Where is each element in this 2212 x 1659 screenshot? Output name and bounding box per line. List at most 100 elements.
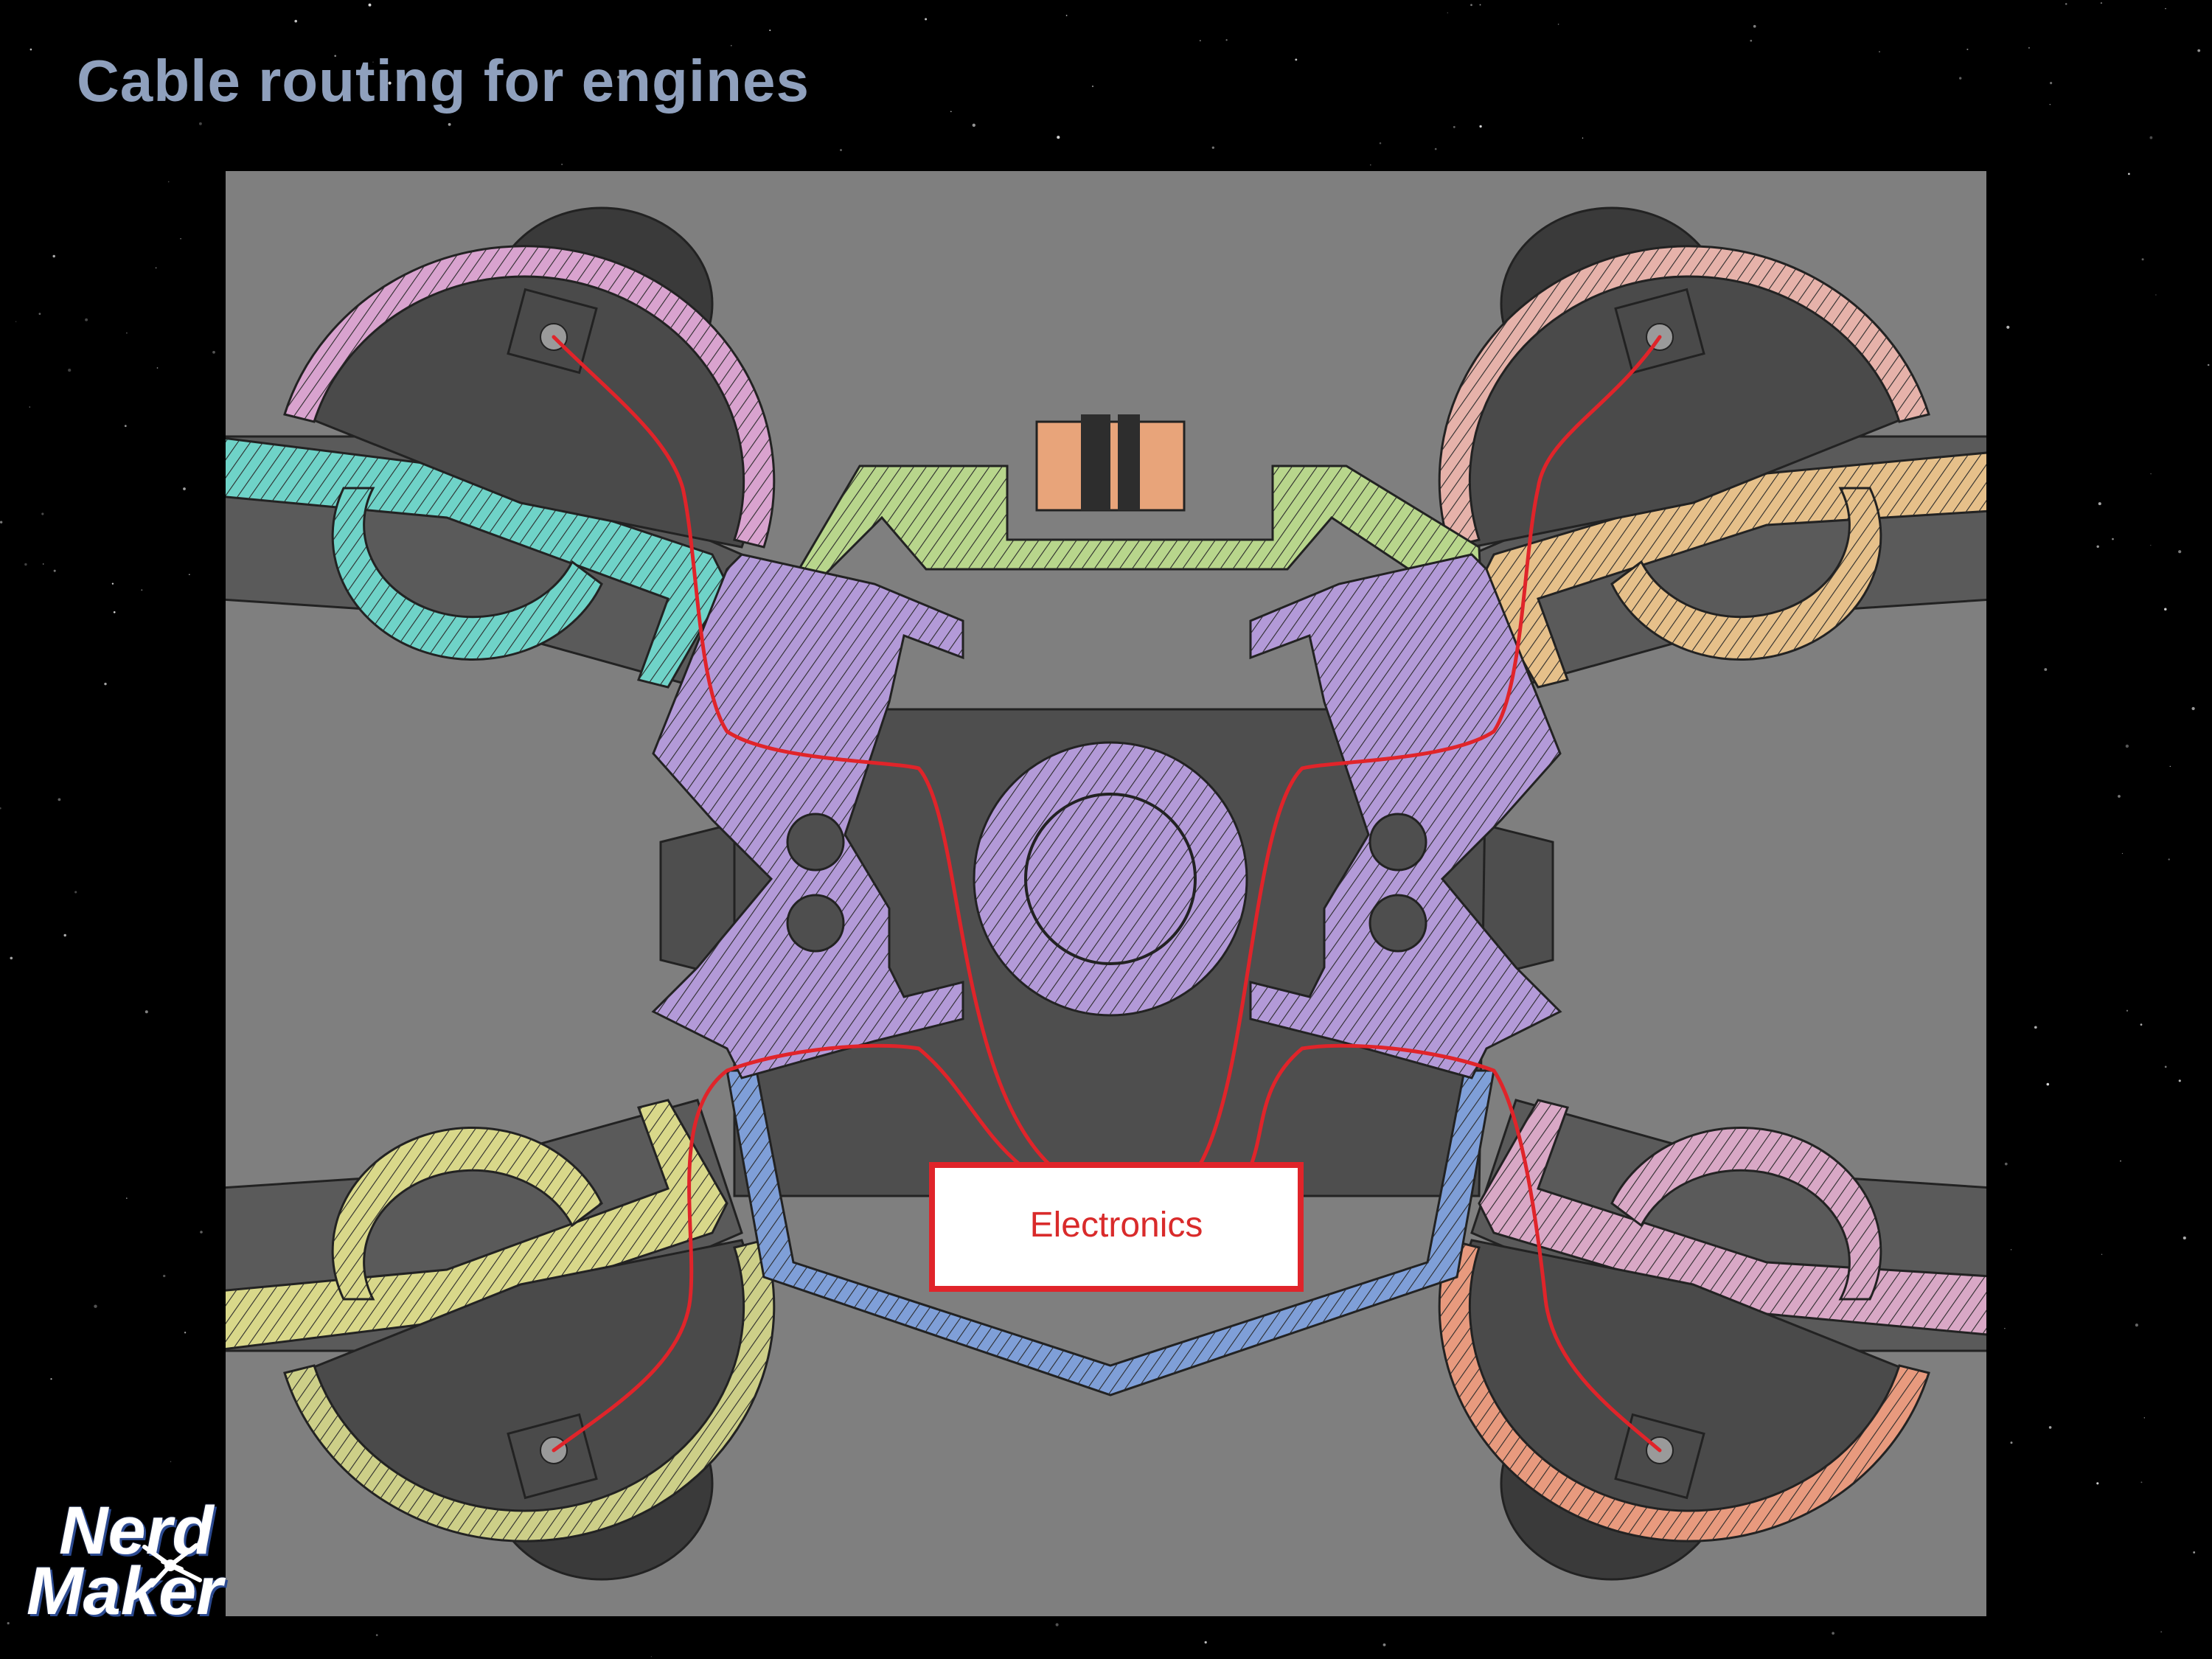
- star: [111, 582, 114, 585]
- star: [972, 123, 975, 127]
- star: [126, 332, 128, 334]
- star: [1204, 1641, 1207, 1644]
- star: [1379, 142, 1382, 145]
- star: [2140, 1023, 2143, 1026]
- star: [74, 891, 77, 894]
- cables: [552, 335, 1662, 1453]
- star: [695, 95, 698, 98]
- star: [113, 611, 116, 613]
- star: [1295, 58, 1298, 61]
- star: [170, 1461, 172, 1463]
- cable-routing-diagram: Electronics: [226, 171, 1986, 1616]
- star: [104, 682, 107, 686]
- star: [2098, 502, 2101, 506]
- star: [2191, 706, 2195, 711]
- star: [1453, 125, 1455, 128]
- star: [1055, 1623, 1059, 1627]
- engine-bottom-left: [283, 1239, 776, 1581]
- star: [1582, 137, 1584, 139]
- star: [1966, 48, 1969, 51]
- star: [198, 122, 202, 125]
- star: [2193, 1551, 2196, 1554]
- slide-title: Cable routing for engines: [77, 48, 810, 114]
- star: [0, 807, 1, 810]
- star: [94, 1304, 97, 1308]
- star: [2101, 1253, 2103, 1256]
- star: [167, 181, 170, 183]
- star: [0, 521, 3, 524]
- hub: [651, 553, 1562, 1079]
- star: [53, 569, 56, 572]
- star: [2120, 1160, 2121, 1162]
- cable-top-left: [552, 335, 1054, 1169]
- star: [24, 563, 27, 566]
- cable-top-right: [1197, 335, 1662, 1169]
- star: [334, 55, 337, 58]
- logo-line-maker: Maker: [27, 1554, 223, 1629]
- star: [1434, 147, 1437, 150]
- star: [124, 425, 127, 428]
- star: [2169, 765, 2171, 768]
- star: [950, 111, 952, 112]
- star: [375, 1634, 378, 1636]
- star: [2168, 858, 2170, 860]
- star: [2150, 473, 2152, 475]
- star: [156, 367, 159, 369]
- star: [1225, 39, 1228, 41]
- star: [200, 1231, 203, 1234]
- star: [1479, 125, 1482, 128]
- star: [294, 19, 297, 23]
- star: [2135, 1324, 2138, 1327]
- star: [1199, 40, 1201, 41]
- nerd-maker-logo: Nerd Maker: [27, 1497, 233, 1644]
- star: [1370, 164, 1371, 166]
- star: [145, 95, 147, 98]
- star: [2010, 1248, 2012, 1251]
- star: [2128, 173, 2130, 175]
- star: [141, 589, 143, 591]
- star: [2160, 1631, 2163, 1633]
- star: [2065, 3, 2067, 5]
- cable-bottom-right: [1248, 1043, 1662, 1453]
- star: [7, 1621, 10, 1625]
- star: [2096, 1482, 2099, 1485]
- star: [769, 29, 771, 32]
- star: [1479, 4, 1481, 6]
- star: [1057, 136, 1060, 139]
- star: [29, 48, 32, 51]
- star: [1470, 4, 1472, 7]
- star: [2207, 364, 2210, 366]
- star: [1091, 86, 1094, 88]
- star: [2165, 7, 2166, 10]
- star: [2126, 1009, 2129, 1012]
- star: [38, 313, 41, 315]
- star: [448, 122, 451, 126]
- star: [2112, 538, 2114, 540]
- star: [85, 318, 88, 321]
- star: [2050, 82, 2053, 85]
- star: [50, 1378, 52, 1380]
- cable-bottom-left: [552, 1043, 1024, 1453]
- star: [52, 254, 55, 258]
- star: [163, 1274, 166, 1278]
- top-frame: [732, 414, 1488, 711]
- star: [2044, 668, 2048, 671]
- star: [126, 1197, 128, 1199]
- star: [1753, 24, 1756, 28]
- star: [840, 149, 842, 151]
- star: [925, 18, 928, 21]
- star: [188, 574, 190, 576]
- star: [2121, 852, 2124, 855]
- star: [2049, 104, 2051, 105]
- electronics-box: Electronics: [929, 1162, 1304, 1292]
- star: [2006, 325, 2010, 329]
- star: [58, 798, 61, 801]
- star: [2125, 744, 2129, 748]
- star: [2164, 1065, 2167, 1068]
- star: [41, 512, 44, 515]
- star: [1065, 15, 1068, 16]
- star: [650, 1656, 653, 1658]
- star: [2155, 294, 2157, 296]
- star: [2048, 1426, 2052, 1429]
- star: [368, 3, 372, 7]
